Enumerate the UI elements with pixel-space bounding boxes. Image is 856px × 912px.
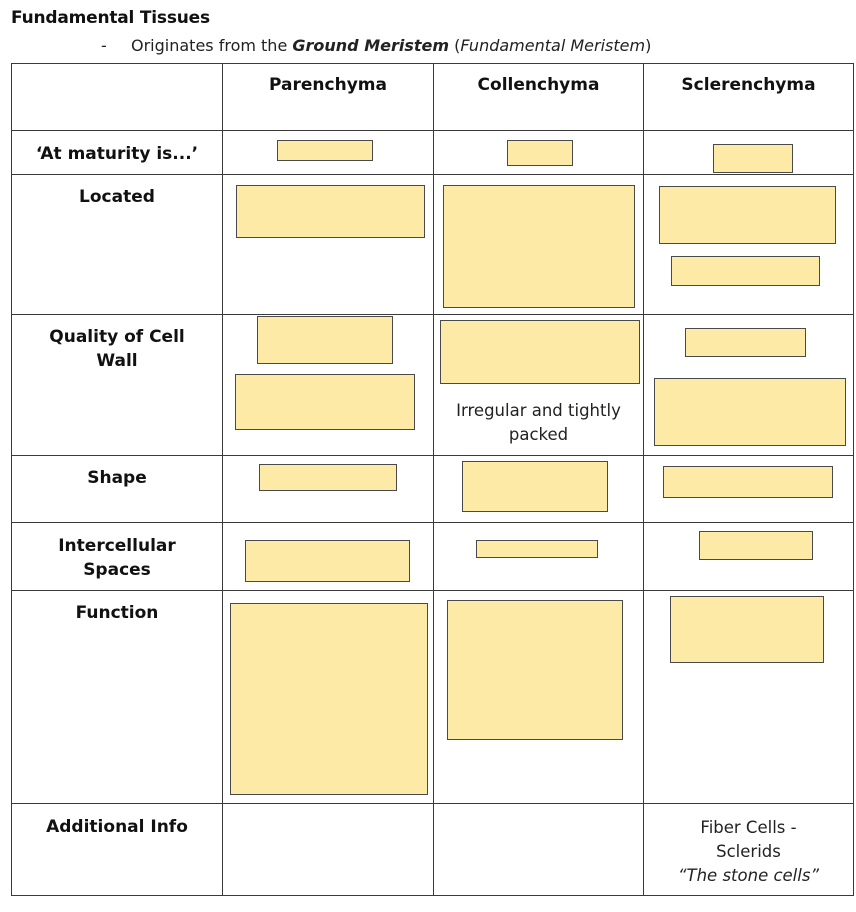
row-label-function: Function xyxy=(75,603,159,623)
origin-bullet: - Originates from the Ground Meristem (Fu… xyxy=(101,36,651,55)
answer-cover-box[interactable] xyxy=(257,316,393,364)
page-title: Fundamental Tissues xyxy=(11,8,210,28)
table-rule xyxy=(11,455,854,456)
answer-cover-box[interactable] xyxy=(713,144,793,173)
table-rule xyxy=(11,590,854,591)
row-label-at-maturity: ‘At maturity is...’ xyxy=(35,144,199,164)
answer-cover-box[interactable] xyxy=(699,531,813,560)
answer-cover-box[interactable] xyxy=(277,140,373,161)
additional-info-line: Sclerids xyxy=(716,842,781,861)
row-label-additional-info: Additional Info xyxy=(46,817,188,837)
row-label-located: Located xyxy=(79,187,155,207)
row-label-intercellular-spaces: Intercellular Spaces xyxy=(58,536,176,580)
bullet-paren-close: ) xyxy=(645,36,652,55)
table-rule xyxy=(11,803,854,804)
row-label-shape: Shape xyxy=(87,468,147,488)
table-col-rule xyxy=(222,63,223,895)
additional-info-italic: “The stone cells” xyxy=(677,866,820,885)
table-rule xyxy=(11,522,854,523)
table-rule xyxy=(11,314,854,315)
answer-cover-box[interactable] xyxy=(685,328,806,357)
row-label-quality-of-cell-wall: Quality of Cell Wall xyxy=(49,327,185,371)
table-rule xyxy=(11,174,854,175)
answer-cover-box[interactable] xyxy=(507,140,573,166)
answer-cover-box[interactable] xyxy=(462,461,608,512)
answer-cover-box[interactable] xyxy=(235,374,415,430)
sclerenchyma-additional-info: Fiber Cells - Sclerids “The stone cells” xyxy=(644,816,853,888)
column-header-parenchyma: Parenchyma xyxy=(269,75,387,95)
table-col-rule xyxy=(643,63,644,895)
table-col-rule xyxy=(433,63,434,895)
answer-cover-box[interactable] xyxy=(443,185,635,308)
answer-cover-box[interactable] xyxy=(440,320,640,384)
table-border-bottom xyxy=(11,895,854,896)
additional-info-line: Fiber Cells - xyxy=(700,818,797,837)
answer-cover-box[interactable] xyxy=(654,378,846,446)
column-header-sclerenchyma: Sclerenchyma xyxy=(681,75,816,95)
table-border-top xyxy=(11,63,854,64)
table-border-left xyxy=(11,63,12,895)
bullet-dash: - xyxy=(101,36,107,55)
answer-cover-box[interactable] xyxy=(671,256,820,286)
table-border-right xyxy=(853,63,854,895)
additional-info-line: “The stone cells” xyxy=(644,864,853,888)
bullet-prefix: Originates from the xyxy=(131,36,293,55)
answer-cover-box[interactable] xyxy=(659,186,836,244)
answer-cover-box[interactable] xyxy=(230,603,428,795)
answer-cover-box[interactable] xyxy=(259,464,397,491)
collenchyma-cell-wall-text: Irregular and tightly packed xyxy=(456,401,621,444)
answer-cover-box[interactable] xyxy=(236,185,425,238)
answer-cover-box[interactable] xyxy=(245,540,410,582)
table-rule xyxy=(11,130,854,131)
answer-cover-box[interactable] xyxy=(670,596,824,663)
column-header-collenchyma: Collenchyma xyxy=(477,75,600,95)
answer-cover-box[interactable] xyxy=(476,540,598,558)
answer-cover-box[interactable] xyxy=(663,466,833,498)
bullet-bold-term: Ground Meristem xyxy=(292,36,450,55)
bullet-italic-term: Fundamental Meristem xyxy=(460,36,646,55)
bullet-paren-open: ( xyxy=(449,36,461,55)
answer-cover-box[interactable] xyxy=(447,600,623,740)
